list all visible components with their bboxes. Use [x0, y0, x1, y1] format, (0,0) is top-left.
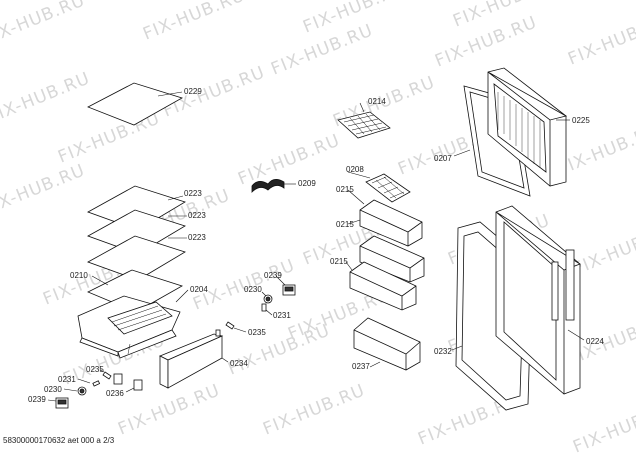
part-0208-egg-rack[interactable] — [347, 171, 411, 203]
part-0224-fridge-door[interactable] — [495, 205, 585, 395]
part-0230-bushing-lower[interactable] — [63, 386, 87, 396]
label-0239: 0239 — [264, 271, 282, 280]
part-0209-bottle-holder[interactable] — [251, 179, 296, 193]
label-0225: 0225 — [572, 116, 590, 125]
part-0215-door-shelf[interactable] — [359, 235, 425, 283]
part-0225-freezer-door[interactable] — [487, 67, 570, 187]
label-0230: 0230 — [244, 285, 262, 294]
label-0209: 0209 — [298, 179, 316, 188]
part-0235-screw-lower[interactable] — [99, 369, 112, 380]
part-0235-screw-upper[interactable] — [225, 321, 247, 333]
part-0231-pin-lower[interactable] — [77, 378, 101, 387]
label-0236: 0236 — [106, 389, 124, 398]
label-0210: 0210 — [70, 271, 88, 280]
part-0239-hinge-cover-upper[interactable] — [275, 275, 296, 296]
label-0223: 0223 — [188, 233, 206, 242]
part-0214-ice-tray[interactable] — [337, 102, 391, 139]
label-0231: 0231 — [58, 375, 76, 384]
part-0234-drawer-front[interactable] — [159, 329, 229, 389]
part-0229-glass-shelf[interactable] — [87, 82, 184, 126]
label-0239: 0239 — [28, 395, 46, 404]
part-0215-door-shelf[interactable] — [347, 189, 423, 247]
label-0235: 0235 — [86, 365, 104, 374]
label-0215: 0215 — [330, 257, 348, 266]
label-0237: 0237 — [352, 362, 370, 371]
label-0204: 0204 — [190, 285, 208, 294]
callout-labels: 0229 0223 0223 0223 0210 0204 0209 0239 … — [28, 87, 604, 404]
label-0224: 0224 — [586, 337, 604, 346]
label-0231: 0231 — [273, 311, 291, 320]
part-0223-glass-shelf[interactable] — [87, 185, 187, 281]
label-0232: 0232 — [434, 347, 452, 356]
part-0239-hinge-cover-lower[interactable] — [47, 397, 69, 409]
part-0215-door-shelf[interactable] — [345, 261, 417, 311]
label-0234: 0234 — [230, 359, 248, 368]
label-0214: 0214 — [368, 97, 386, 106]
label-0223: 0223 — [184, 189, 202, 198]
part-0236-clip[interactable] — [113, 373, 143, 393]
part-0231-pin-upper[interactable] — [261, 303, 273, 316]
label-0229: 0229 — [184, 87, 202, 96]
document-reference: 58300000170632 aet 000 a 2/3 — [3, 436, 115, 445]
label-0230: 0230 — [44, 385, 62, 394]
label-0223: 0223 — [188, 211, 206, 220]
part-0230-bushing-upper[interactable] — [261, 291, 273, 304]
part-0204-crisper-drawer[interactable] — [77, 289, 189, 359]
label-0215: 0215 — [336, 185, 354, 194]
part-0237-bottle-shelf[interactable] — [353, 317, 421, 371]
label-0208: 0208 — [346, 165, 364, 174]
label-0215: 0215 — [336, 220, 354, 229]
label-0207: 0207 — [434, 154, 452, 163]
label-0235: 0235 — [248, 328, 266, 337]
